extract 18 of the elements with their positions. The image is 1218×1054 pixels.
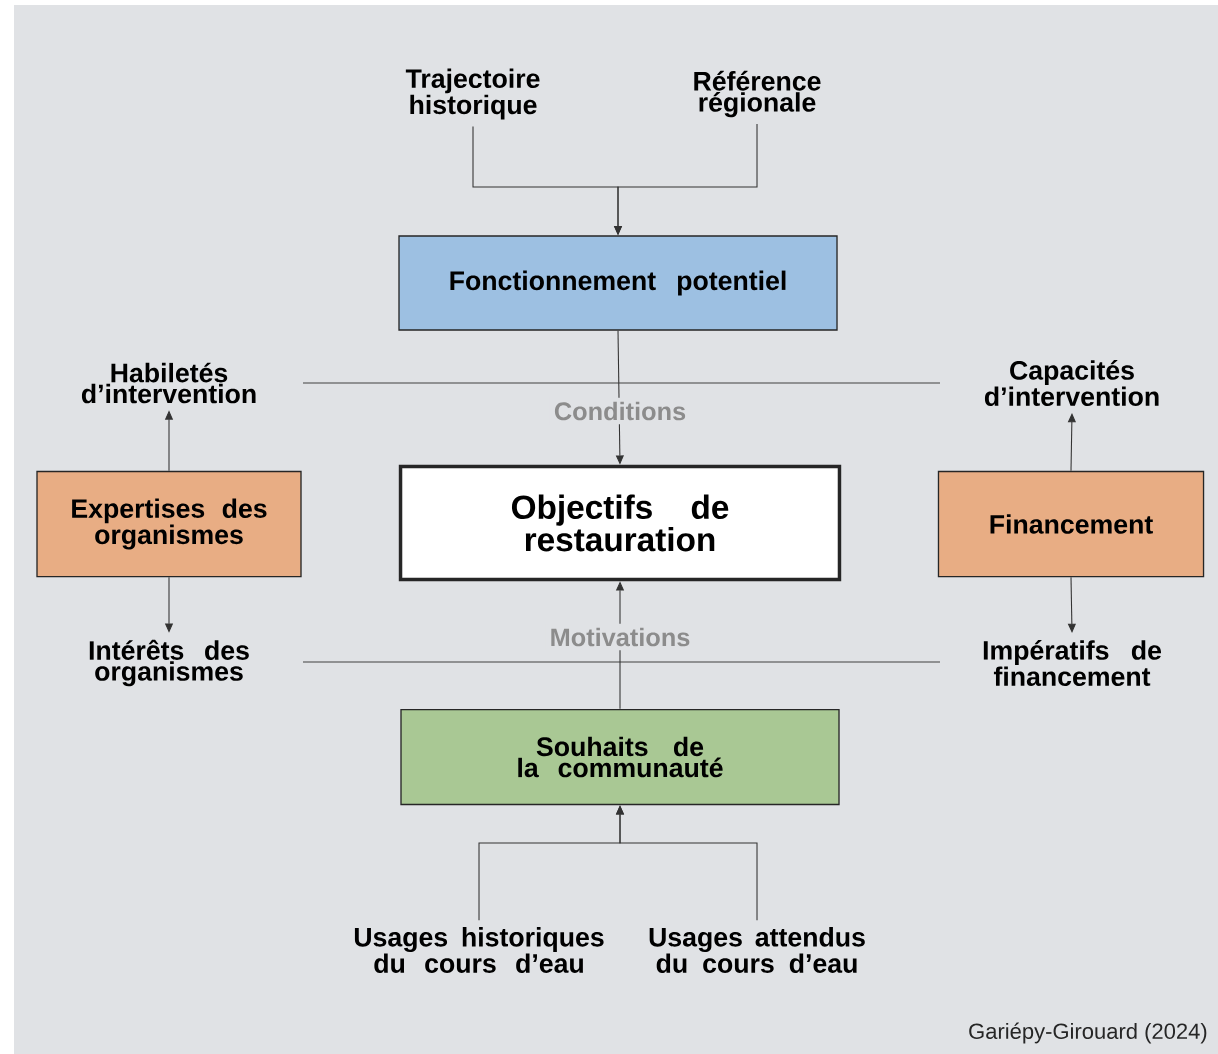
source-note: Gariépy-Girouard (2024) [969,1022,1207,1044]
edge-label: Conditions [549,397,691,425]
process-box: Expertises des organismes [36,470,302,578]
arrow [615,805,758,921]
node-text: Capacités d’intervention [984,360,1159,406]
node-text: Référence régionale [694,70,821,118]
node-text: Trajectoire historique [405,68,540,120]
process-box: Fonctionnement potentiel [398,235,838,331]
goal-box: Objectifs de restauration [398,464,842,582]
node-text: Intérêts des organismes [89,639,249,687]
node-text: Habiletés d’intervention [81,362,256,404]
process-box: Souhaits de la communauté [400,708,840,806]
edge-label: Motivations [545,623,695,651]
node-text: Impératifs de financement [983,640,1162,686]
arrow [1067,413,1076,472]
node-text: Usages historiques du cours d’eau [354,927,604,973]
node-text: Usages attendus du cours d’eau [649,927,865,973]
process-box: Financement [937,470,1205,578]
